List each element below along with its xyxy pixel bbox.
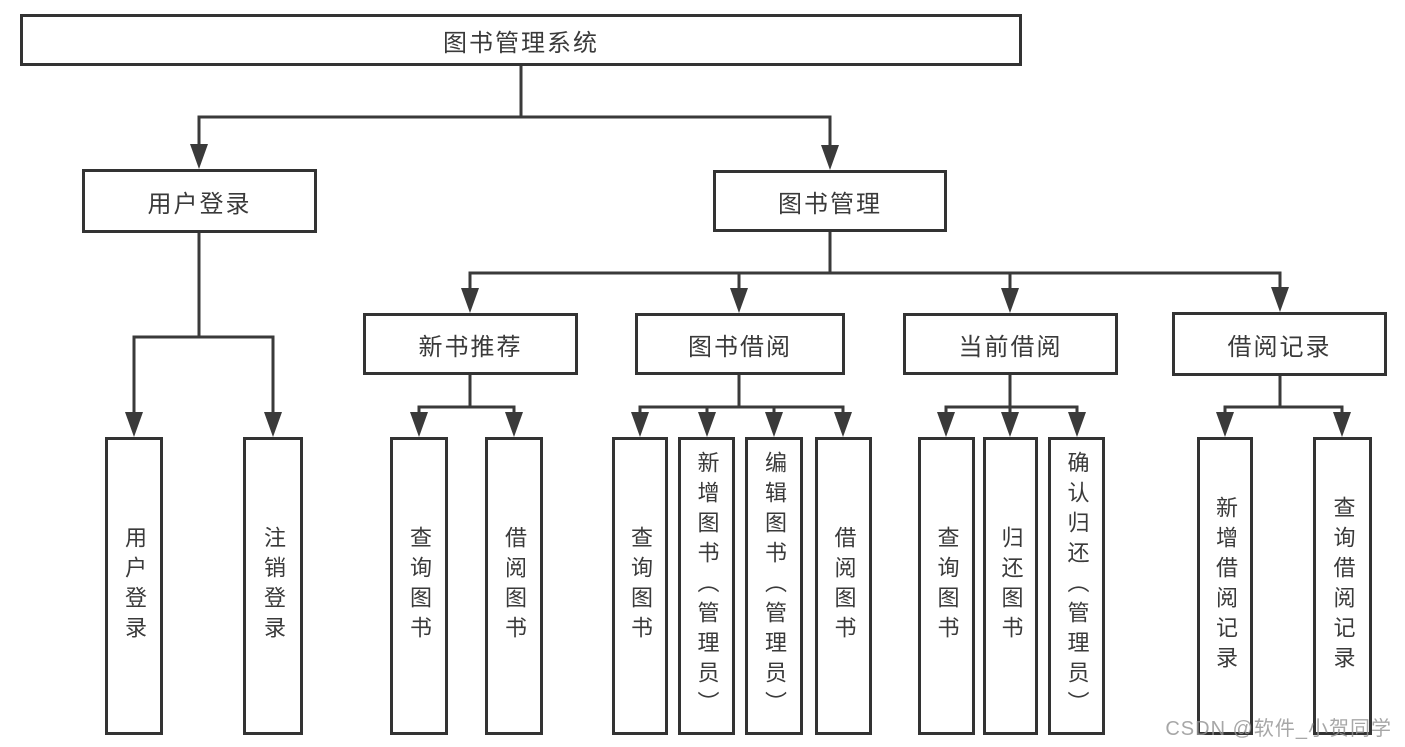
- node-leaf-query-books-3-label: 查询图书: [934, 526, 960, 646]
- node-book-borrow: 图书借阅: [635, 313, 845, 375]
- arrowhead-icons: [125, 144, 1351, 437]
- node-current-borrow: 当前借阅: [903, 313, 1118, 375]
- node-leaf-return-books-label: 归还图书: [998, 526, 1024, 646]
- node-root: 图书管理系统: [20, 14, 1022, 66]
- node-leaf-borrow-books-1: 借阅图书: [485, 437, 543, 735]
- node-leaf-borrow-books-2: 借阅图书: [815, 437, 872, 735]
- node-borrow-records-label: 借阅记录: [1227, 333, 1332, 361]
- node-leaf-add-borrow-record: 新增借阅记录: [1197, 437, 1253, 735]
- watermark: CSDN @软件_小贺同学: [1165, 718, 1392, 740]
- node-leaf-confirm-return-admin-label: 确认归还（管理员）: [1064, 451, 1090, 721]
- node-new-book-recommend-label: 新书推荐: [418, 333, 523, 361]
- node-leaf-confirm-return-admin: 确认归还（管理员）: [1048, 437, 1105, 735]
- node-current-borrow-label: 当前借阅: [958, 333, 1063, 361]
- node-user-login: 用户登录: [82, 169, 317, 233]
- node-leaf-query-books-1-label: 查询图书: [407, 526, 432, 646]
- node-leaf-add-borrow-record-label: 新增借阅记录: [1213, 496, 1238, 676]
- node-leaf-logout-label: 注销登录: [261, 526, 286, 646]
- node-leaf-add-books-admin-label: 新增图书（管理员）: [694, 451, 720, 721]
- node-borrow-records: 借阅记录: [1172, 312, 1387, 376]
- node-leaf-user-login: 用户登录: [105, 437, 163, 735]
- node-leaf-edit-books-admin-label: 编辑图书（管理员）: [762, 451, 787, 721]
- node-leaf-user-login-label: 用户登录: [122, 526, 147, 646]
- node-leaf-edit-books-admin: 编辑图书（管理员）: [745, 437, 803, 735]
- node-leaf-query-borrow-record-label: 查询借阅记录: [1330, 496, 1356, 676]
- node-leaf-return-books: 归还图书: [983, 437, 1038, 735]
- node-leaf-query-books-1: 查询图书: [390, 437, 448, 735]
- node-leaf-query-books-2: 查询图书: [612, 437, 668, 735]
- node-leaf-add-books-admin: 新增图书（管理员）: [678, 437, 735, 735]
- node-leaf-query-books-3: 查询图书: [918, 437, 975, 735]
- node-book-management: 图书管理: [713, 170, 947, 232]
- node-user-login-label: 用户登录: [147, 190, 252, 218]
- node-leaf-borrow-books-2-label: 借阅图书: [831, 526, 857, 646]
- node-book-borrow-label: 图书借阅: [688, 333, 792, 361]
- node-new-book-recommend: 新书推荐: [363, 313, 578, 375]
- node-root-label: 图书管理系统: [443, 29, 599, 57]
- node-leaf-borrow-books-1-label: 借阅图书: [502, 526, 527, 646]
- node-leaf-query-books-2-label: 查询图书: [628, 526, 653, 646]
- node-leaf-logout: 注销登录: [243, 437, 303, 735]
- node-leaf-query-borrow-record: 查询借阅记录: [1313, 437, 1372, 735]
- node-book-management-label: 图书管理: [778, 190, 882, 218]
